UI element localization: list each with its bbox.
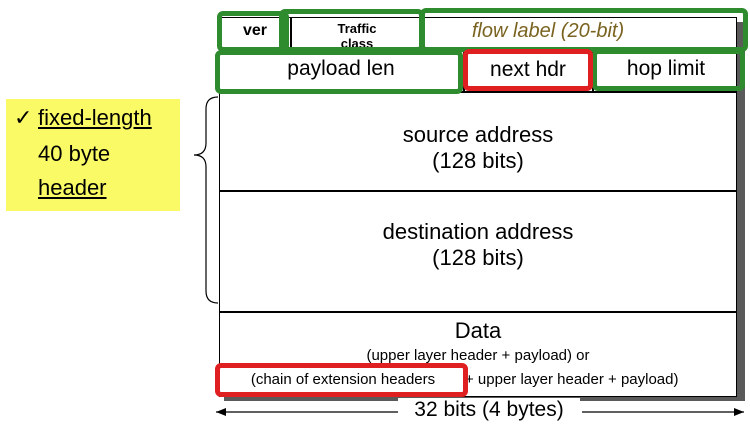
source-address-bits: (128 bits) bbox=[432, 148, 524, 173]
callout-line-2: 40 byte bbox=[38, 141, 111, 166]
header-width-label: 32 bits (4 bytes) bbox=[398, 398, 580, 422]
destination-address-bits: (128 bits) bbox=[432, 245, 524, 270]
data-title: Data bbox=[454, 318, 502, 343]
callout-line-1: fixed-length bbox=[38, 105, 152, 130]
flow-label-highlight bbox=[420, 8, 748, 52]
payload-len-highlight bbox=[215, 50, 463, 94]
extension-headers-highlight bbox=[215, 363, 468, 397]
ver-field: ver bbox=[242, 22, 268, 39]
extension-headers-text: (chain of extension headers bbox=[250, 371, 436, 388]
checkmark-icon: ✓ bbox=[14, 105, 33, 130]
data-description-line2: + upper layer header + payload) bbox=[465, 371, 679, 388]
data-description-line1: (upper layer header + payload) or bbox=[366, 347, 590, 364]
source-address-field: source address bbox=[402, 122, 554, 147]
flow-label-field: flow label (20-bit) bbox=[471, 20, 625, 42]
payload-len-field: payload len bbox=[287, 57, 395, 80]
next-hdr-highlight bbox=[463, 49, 593, 91]
traffic-class-field-line1: Traffic bbox=[337, 21, 377, 36]
ver-highlight bbox=[217, 11, 289, 52]
row-divider-2 bbox=[219, 91, 737, 93]
callout-line-3: header bbox=[38, 175, 107, 200]
destination-address-field: destination address bbox=[382, 219, 574, 244]
width-arrow-icon bbox=[216, 408, 744, 416]
ipv6-header-diagram bbox=[219, 17, 737, 397]
next-hdr-field: next hdr bbox=[490, 58, 566, 81]
traffic-class-highlight bbox=[279, 9, 424, 52]
fixed-length-callout: ✓ fixed-length 40 byte header bbox=[6, 99, 180, 211]
box-shadow-right bbox=[737, 22, 745, 401]
hop-limit-field: hop limit bbox=[626, 57, 706, 80]
hop-limit-highlight bbox=[592, 49, 745, 91]
brace-icon bbox=[193, 96, 219, 304]
row-divider-4 bbox=[219, 311, 737, 313]
row-divider-3 bbox=[219, 190, 737, 192]
col-divider-ver bbox=[290, 17, 292, 50]
